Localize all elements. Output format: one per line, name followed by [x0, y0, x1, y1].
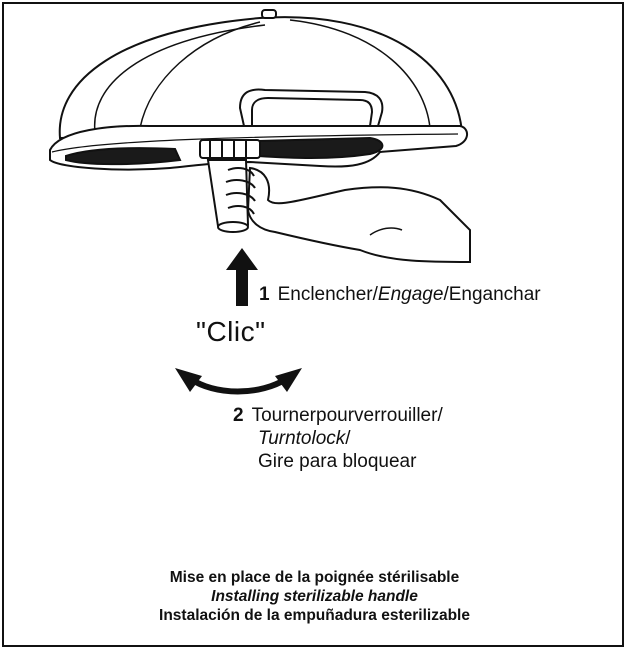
step-2-fr: Tournerpourverrouiller/ — [251, 405, 443, 426]
step-1-number: 1 — [259, 284, 270, 305]
step-2-label: 2 Tournerpourverrouiller/ Turntolock/ Gir… — [233, 404, 443, 473]
step-2-en: Turntolock — [258, 428, 346, 449]
figure-caption: Mise en place de la poignée stérilisable… — [0, 568, 629, 625]
hand — [225, 166, 471, 264]
lamp-head — [58, 9, 464, 140]
caption-es: Instalación de la empuñadura esterilizab… — [159, 607, 470, 624]
caption-en: Installing sterilizable handle — [211, 588, 418, 605]
step-2-es: Gire para bloquear — [258, 451, 417, 472]
sterile-handle — [206, 159, 250, 233]
handle-hub — [199, 139, 261, 159]
step-2-en-sep: / — [345, 428, 351, 449]
step-1-label: 1 Enclencher/Engage/Enganchar — [259, 284, 541, 306]
caption-fr: Mise en place de la poignée stérilisable — [169, 569, 460, 586]
step-1-en: Engage — [377, 284, 444, 305]
clic-label: "Clic" — [196, 316, 266, 347]
lamp-grip — [238, 88, 384, 127]
step-1-fr: Enclencher/ — [277, 284, 378, 305]
step-2-number: 2 — [233, 405, 244, 426]
rotate-arrow-icon — [175, 368, 302, 395]
engage-arrow-icon — [226, 248, 258, 306]
step-1-es: /Enganchar — [443, 284, 541, 305]
